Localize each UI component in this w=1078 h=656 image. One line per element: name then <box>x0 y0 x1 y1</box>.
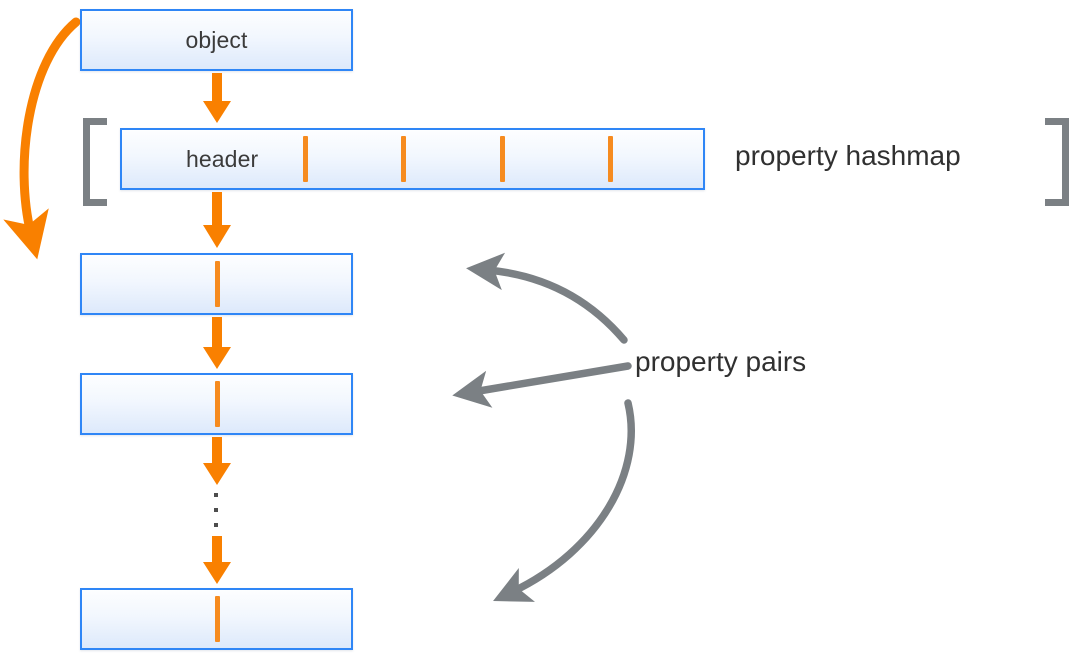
property-pair-divider-3 <box>215 596 220 642</box>
header-label: header <box>186 145 259 172</box>
vertical-ellipsis-icon <box>214 493 220 538</box>
object-box[interactable]: object <box>80 9 353 71</box>
property-pair-divider-2 <box>215 381 220 427</box>
ellipsis-dot-3 <box>214 523 218 527</box>
arrow-ellipsis-to-pair-3 <box>202 536 232 586</box>
hashmap-tick-1 <box>303 136 308 182</box>
property-hashmap-bar[interactable]: header <box>120 128 705 190</box>
callout-arrow-middle <box>452 362 632 408</box>
arrow-header-to-pair-1 <box>202 192 232 250</box>
hashmap-tick-3 <box>500 136 505 182</box>
property-pair-divider-1 <box>215 261 220 307</box>
property-pairs-label: property pairs <box>635 346 807 377</box>
hashmap-tick-4 <box>608 136 613 182</box>
callout-arrow-lower <box>493 399 635 602</box>
hashmap-bracket-left <box>83 118 107 206</box>
arrow-object-to-header <box>202 73 232 125</box>
hashmap-bracket-right <box>1045 118 1069 206</box>
arrow-pair-1-to-pair-2 <box>202 317 232 371</box>
object-box-label: object <box>185 26 248 53</box>
ellipsis-dot-2 <box>214 508 218 512</box>
curved-arrow-object-to-property-pairs <box>3 17 81 260</box>
arrow-pair-2-to-ellipsis <box>202 437 232 487</box>
hashmap-tick-2 <box>401 136 406 182</box>
callout-arrow-upper <box>466 252 628 344</box>
property-hashmap-label: property hashmap <box>735 140 961 171</box>
ellipsis-dot-1 <box>214 493 218 497</box>
